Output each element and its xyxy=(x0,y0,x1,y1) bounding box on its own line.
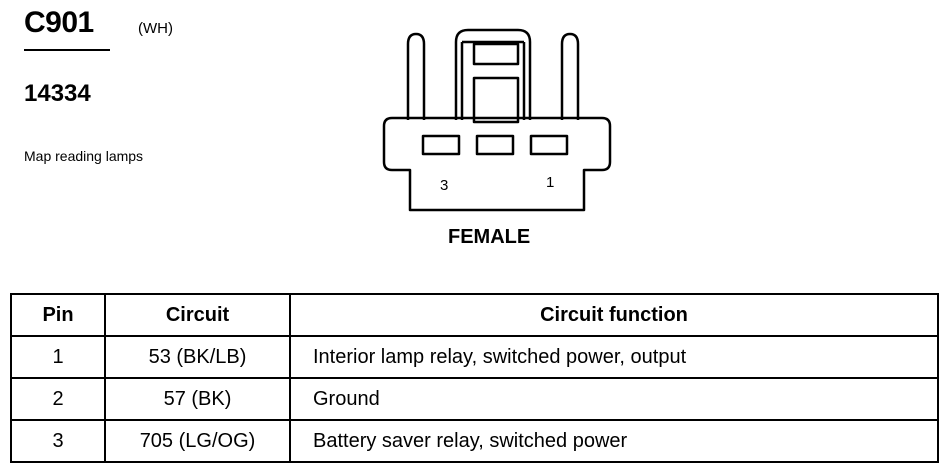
header-circuit: Circuit xyxy=(104,293,291,337)
cell-function: Battery saver relay, switched power xyxy=(289,419,939,463)
right-latch-arm xyxy=(560,32,580,120)
connector-description: Map reading lamps xyxy=(24,148,144,164)
connector-gender: FEMALE xyxy=(448,226,531,248)
cell-function: Interior lamp relay, switched power, out… xyxy=(289,335,939,379)
pin-table: Pin Circuit Circuit function 1 53 (BK/LB… xyxy=(10,293,939,463)
pin-cavity-2 xyxy=(475,134,515,156)
locking-tab xyxy=(454,28,532,120)
cell-circuit: 705 (LG/OG) xyxy=(104,419,291,463)
cell-circuit: 53 (BK/LB) xyxy=(104,335,291,379)
part-number: 14334 xyxy=(24,80,91,107)
table-row: 2 57 (BK) Ground xyxy=(10,377,939,421)
pin-label-1: 1 xyxy=(546,174,554,191)
cell-pin: 3 xyxy=(10,419,106,463)
left-latch-arm xyxy=(406,32,426,120)
pin-cavity-3 xyxy=(421,134,461,156)
cell-pin: 2 xyxy=(10,377,106,421)
connector-id-underline xyxy=(24,49,110,51)
table-header-row: Pin Circuit Circuit function xyxy=(10,293,939,337)
table-row: 3 705 (LG/OG) Battery saver relay, switc… xyxy=(10,419,939,463)
pin-label-3: 3 xyxy=(440,177,448,194)
header-function: Circuit function xyxy=(289,293,939,337)
cell-circuit: 57 (BK) xyxy=(104,377,291,421)
pin-cavity-1 xyxy=(529,134,569,156)
header-pin: Pin xyxy=(10,293,106,337)
connector-face-diagram: 3 1 xyxy=(382,28,612,212)
cell-function: Ground xyxy=(289,377,939,421)
table-row: 1 53 (BK/LB) Interior lamp relay, switch… xyxy=(10,335,939,379)
connector-color: (WH) xyxy=(138,20,173,37)
tab-window-top xyxy=(472,42,520,66)
connector-id: C901 xyxy=(24,6,94,39)
cell-pin: 1 xyxy=(10,335,106,379)
tab-window xyxy=(472,76,520,124)
connector-body xyxy=(382,116,612,212)
